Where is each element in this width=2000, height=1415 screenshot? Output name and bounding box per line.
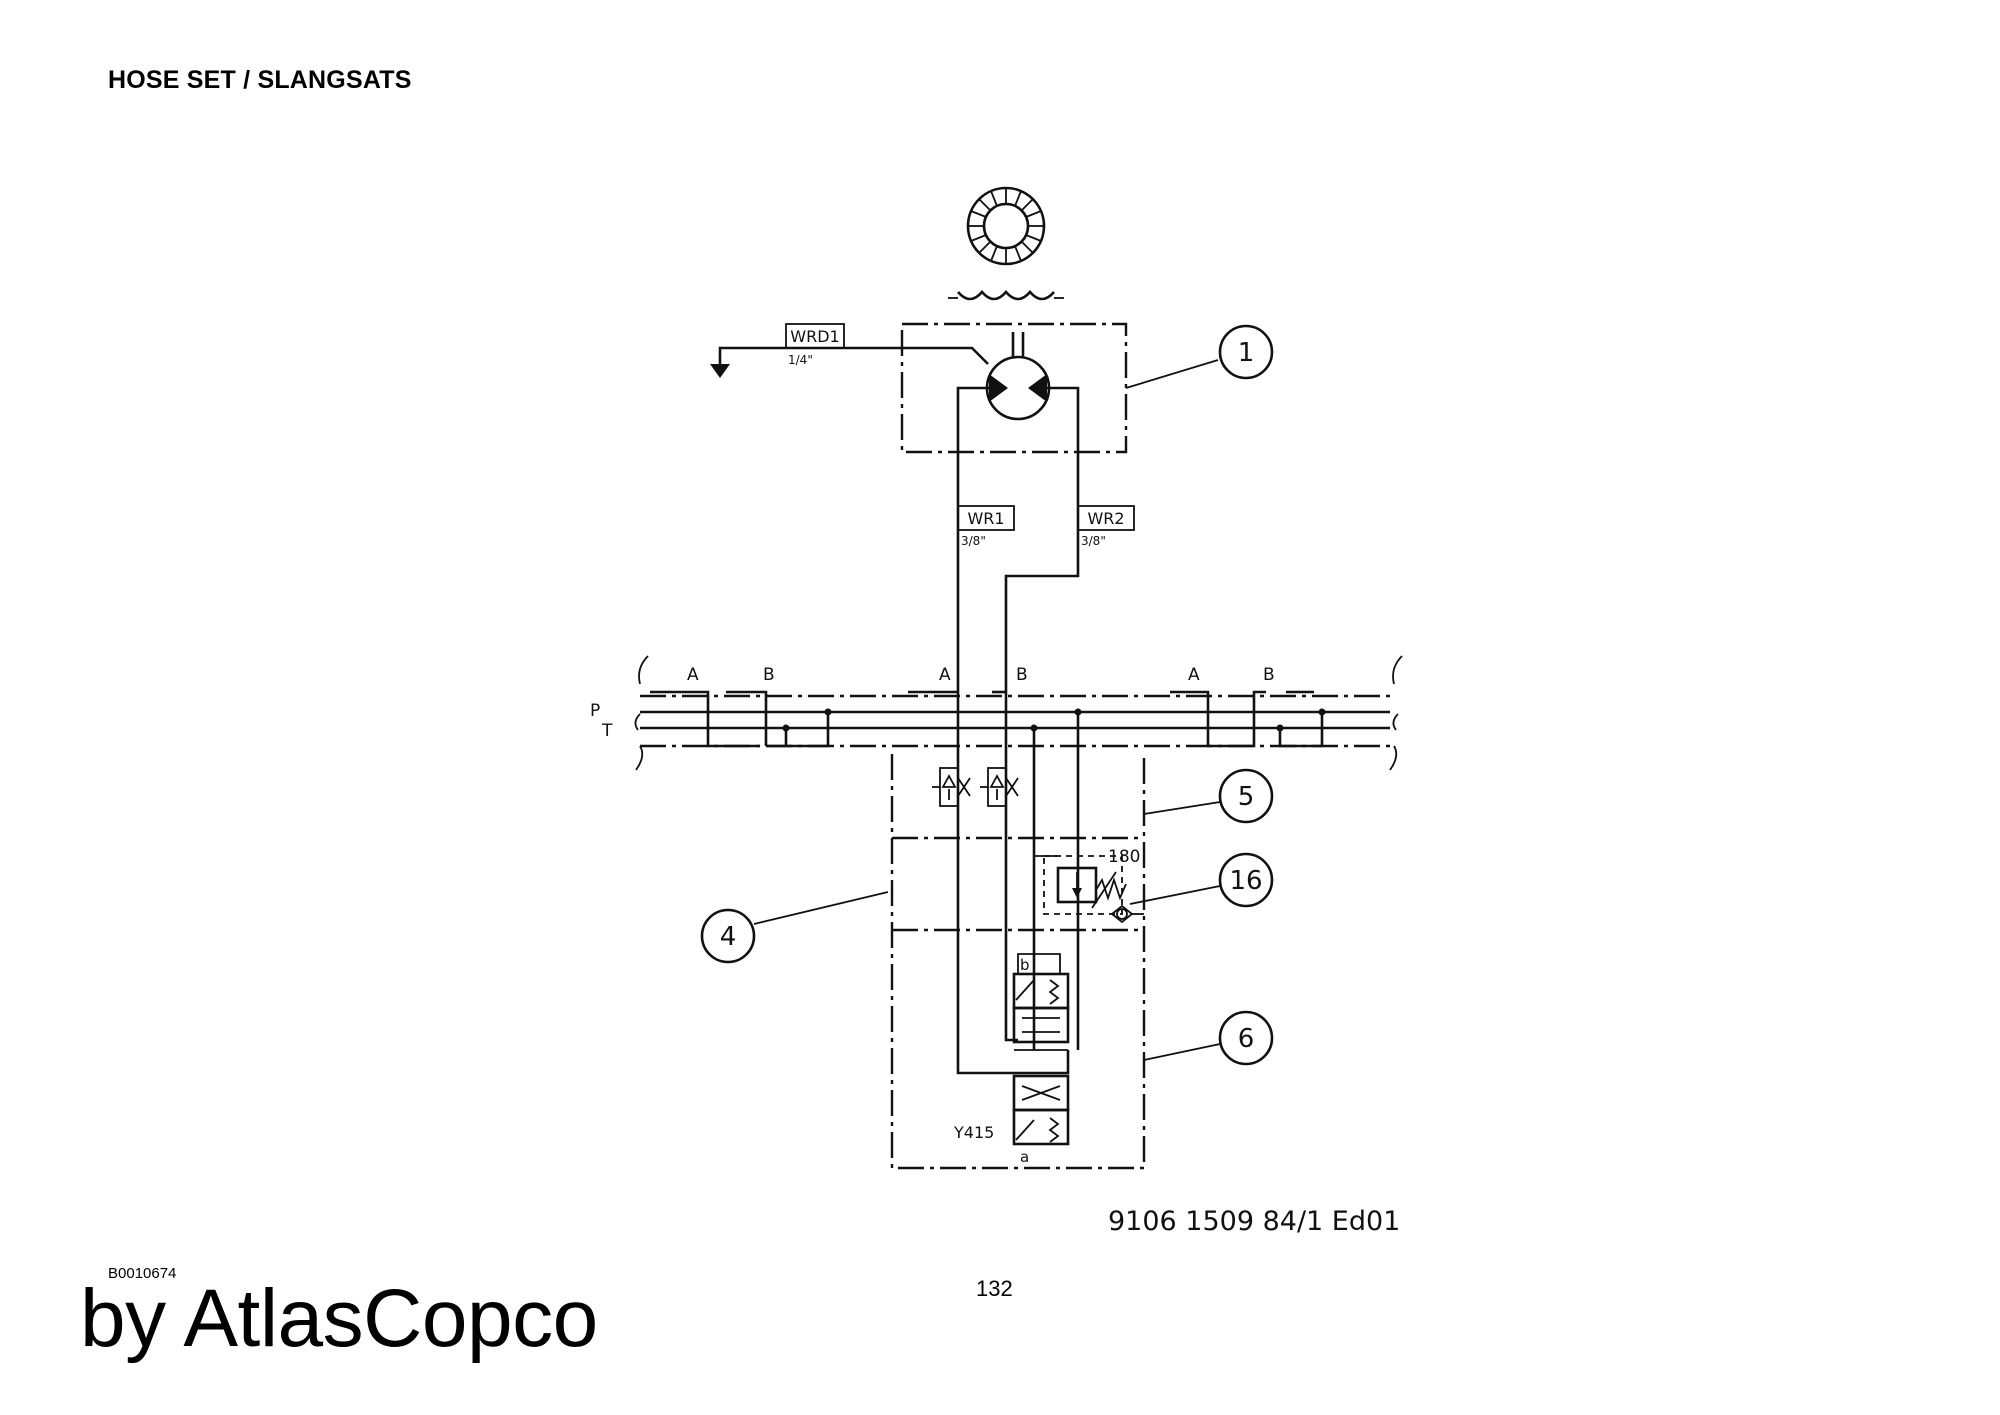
svg-text:5: 5: [1238, 782, 1255, 812]
port-label-b-center: B: [1016, 665, 1028, 685]
hose-size-wrd1: 1/4": [788, 353, 813, 367]
tank-line-label: T: [601, 721, 613, 741]
hose-size-wr1: 3/8": [961, 534, 986, 548]
page-number: 132: [976, 1276, 1013, 1301]
hose-label-wr1: WR1: [967, 509, 1004, 528]
work-line-wr2: [1004, 386, 1080, 1042]
valve-section-left: A B: [650, 665, 832, 748]
check-valve-right-icon: [980, 767, 1019, 807]
part-number: 9106 1509 84/1 Ed01: [1108, 1206, 1400, 1237]
hose-label-wr2: WR2: [1087, 509, 1124, 528]
directional-valve-icon: b a Y415: [953, 953, 1070, 1166]
port-label-a-right: A: [1188, 665, 1200, 685]
callout-5: 5: [1143, 768, 1274, 824]
hose-size-wr2: 3/8": [1081, 534, 1106, 548]
check-valve-left-icon: [932, 767, 971, 807]
page-title: HOSE SET / SLANGSATS: [108, 66, 412, 94]
valve-label-y415: Y415: [953, 1123, 994, 1142]
port-label-b-left: B: [763, 665, 775, 685]
gear-wheel-icon: [966, 186, 1046, 266]
coupling-symbol: [957, 290, 1055, 301]
manifold-lines: P T: [590, 655, 1403, 771]
port-label-a-left: A: [687, 665, 699, 685]
callout-16: 16: [1129, 852, 1274, 908]
port-label-a-center: A: [939, 665, 951, 685]
hose-tag-wrd1: WRD1 1/4": [785, 323, 845, 367]
valve-section-center: A B: [908, 665, 1082, 1050]
svg-text:16: 16: [1229, 866, 1262, 896]
hydraulic-motor-icon: [985, 332, 1051, 421]
relief-valve-icon: 180: [1034, 847, 1140, 915]
valve-section-right: A B: [1170, 665, 1326, 748]
work-line-wr1: [956, 386, 1070, 1075]
svg-text:4: 4: [720, 922, 737, 952]
solenoid-label-b: b: [1020, 956, 1030, 974]
callout-4: 4: [700, 891, 889, 964]
relief-setting-label: 180: [1108, 847, 1140, 867]
callout-1: 1: [1125, 324, 1274, 389]
valve-enclosure: [890, 754, 1146, 1170]
solenoid-label-a: a: [1020, 1148, 1029, 1166]
drawing-number: B0010674: [108, 1265, 177, 1282]
svg-text:6: 6: [1238, 1024, 1255, 1054]
svg-text:1: 1: [1238, 338, 1255, 368]
hose-tag-wr2: WR2 3/8": [1077, 505, 1135, 548]
test-point-icon: [1110, 904, 1144, 924]
hose-tag-wr1: WR1 3/8": [957, 505, 1015, 548]
hose-label-wrd1: WRD1: [790, 327, 839, 346]
port-label-b-right: B: [1263, 665, 1275, 685]
drain-line: [710, 346, 989, 378]
pressure-line-label: P: [590, 701, 600, 721]
callout-6: 6: [1143, 1010, 1274, 1066]
brand-logo-text: by AtlasCopco: [80, 1273, 598, 1364]
